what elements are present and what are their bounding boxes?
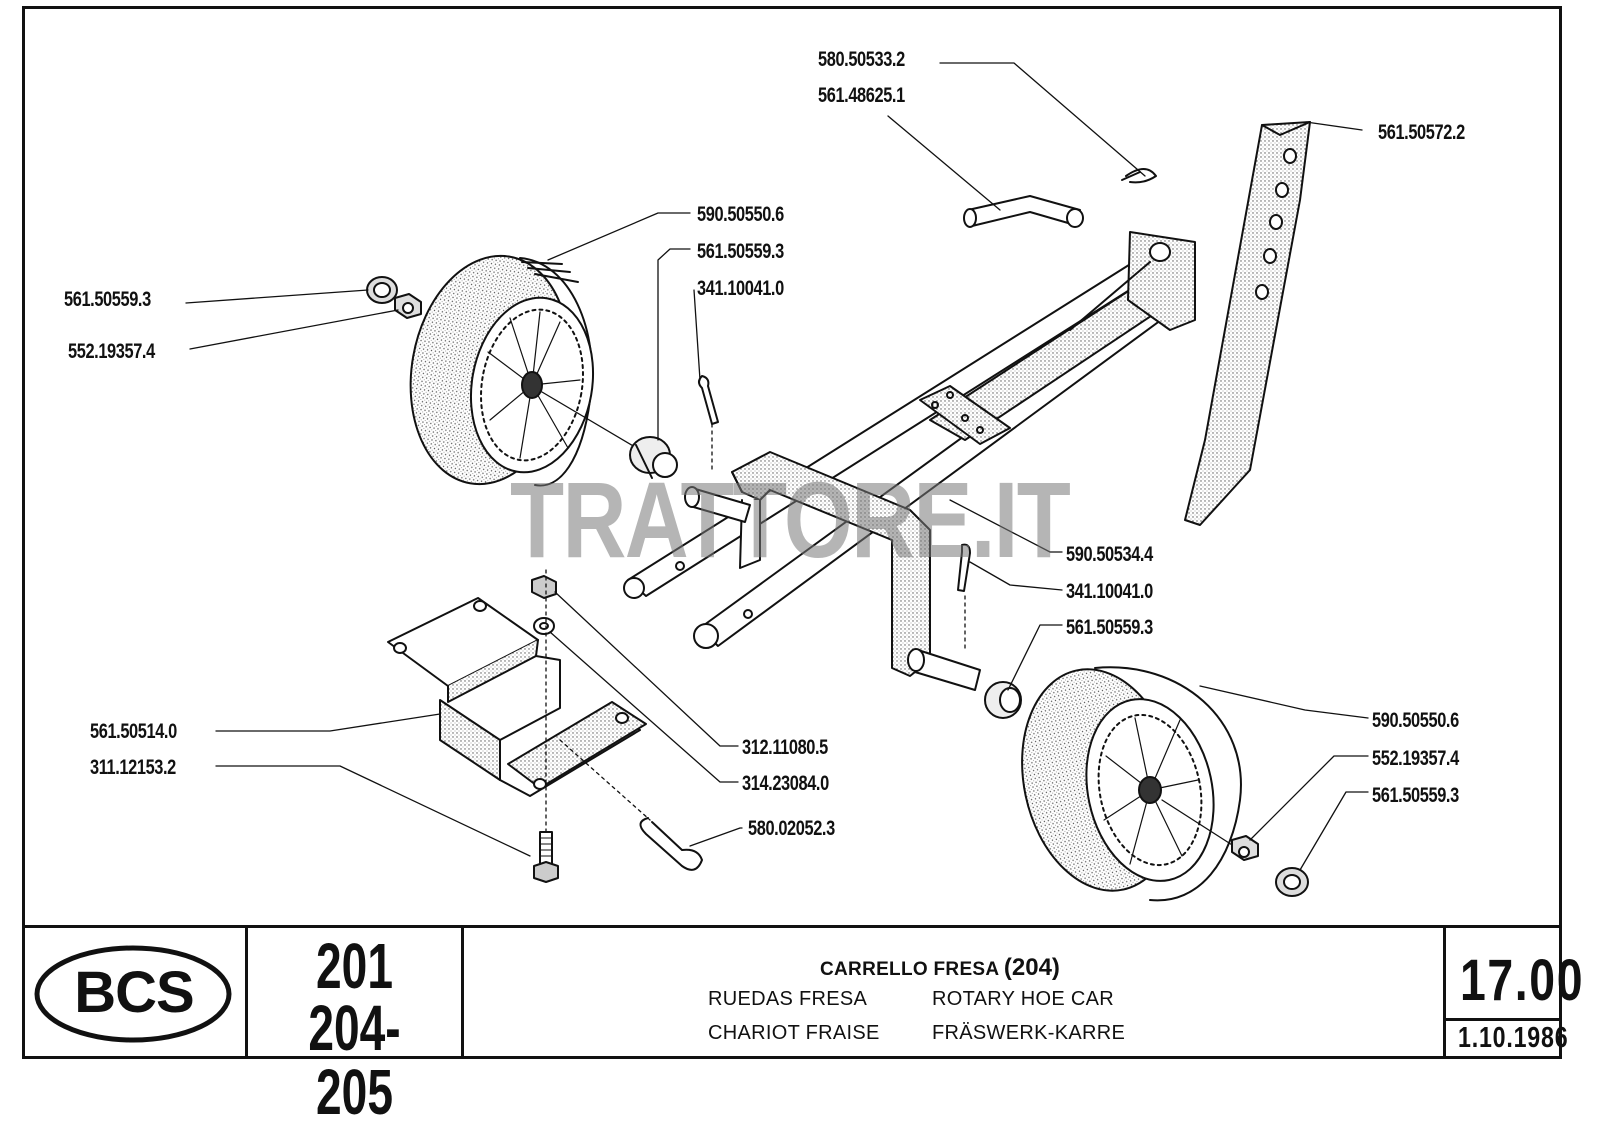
title-italian: CARRELLO FRESA	[820, 959, 1000, 980]
part-label: 552.19357.4	[1372, 747, 1459, 770]
part-label: 311.12153.2	[90, 756, 176, 779]
logo-cell: BCS	[22, 928, 248, 1059]
watermark: TRATTORE.IT	[510, 459, 1071, 580]
title-english: ROTARY HOE CAR	[932, 988, 1115, 1010]
model-line-2: 204-205	[308, 992, 401, 1128]
part-label: 561.50514.0	[90, 720, 177, 743]
mounting-bracket	[387, 597, 647, 797]
part-label: 580.50533.2	[818, 48, 905, 71]
title-block: BCS 201 204-205 CARRELLO FRESA (204) RUE…	[22, 925, 1583, 1124]
leader-lines	[185, 62, 1369, 871]
part-label: 561.50559.3	[64, 288, 151, 311]
cotter-pin-upper	[698, 375, 719, 471]
part-label: 590.50534.4	[1066, 543, 1153, 566]
title-italian-model: (204)	[1003, 954, 1060, 981]
description-cell: CARRELLO FRESA (204) RUEDAS FRESA CHARIO…	[464, 928, 1446, 1059]
revision-date: 1.10.1986	[1458, 1022, 1569, 1054]
model-cell: 201 204-205	[248, 928, 464, 1124]
bcs-logo	[34, 945, 232, 1043]
part-label: 580.02052.3	[748, 817, 835, 840]
part-label: 561.48625.1	[818, 84, 905, 107]
nut-and-washer-small	[531, 569, 557, 841]
hitch-pin	[963, 168, 1157, 228]
part-label: 561.50559.3	[697, 240, 784, 263]
part-label: 341.10041.0	[697, 277, 784, 300]
collar-ring-upper	[629, 436, 678, 479]
part-label: 312.11080.5	[742, 736, 828, 759]
title-spanish: RUEDAS FRESA	[708, 988, 868, 1010]
page-cell: 17.00 1.10.1986	[1446, 928, 1583, 1059]
cotter-pin-lower	[957, 543, 971, 651]
part-label: 552.19357.4	[68, 340, 155, 363]
title-french: CHARIOT FRAISE	[708, 1022, 880, 1044]
page-divider	[1446, 1018, 1559, 1021]
title-italian-row: CARRELLO FRESA (204)	[820, 954, 1060, 982]
logo-text: BCS	[74, 960, 194, 1025]
part-label: 590.50550.6	[697, 203, 784, 226]
part-label: 314.23084.0	[742, 772, 829, 795]
wheel-left-upper	[409, 254, 641, 487]
part-label: 561.50559.3	[1372, 784, 1459, 807]
bolt	[533, 831, 559, 883]
parts-sheet: TRATTORE.IT 580.50533.2 561.48625.1 561.…	[22, 6, 1583, 1124]
part-label: 590.50550.6	[1372, 709, 1459, 732]
r-clip	[559, 739, 703, 871]
cart-frame	[623, 231, 1196, 691]
nut-washer-left	[366, 276, 422, 319]
nut-washer-right	[1231, 835, 1309, 897]
wheel-right-lower	[1021, 666, 1242, 902]
sheet-frame	[22, 6, 1562, 1059]
title-german: FRÄSWERK-KARRE	[932, 1022, 1126, 1044]
exploded-view-drawing	[185, 62, 1369, 902]
model-line-1: 201	[316, 930, 393, 1002]
part-label: 561.50559.3	[1066, 616, 1153, 639]
support-bar	[1184, 121, 1311, 526]
collar-ring-lower	[984, 681, 1022, 719]
page-number: 17.00	[1460, 948, 1585, 1013]
part-label: 561.50572.2	[1378, 121, 1465, 144]
part-label: 341.10041.0	[1066, 580, 1153, 603]
